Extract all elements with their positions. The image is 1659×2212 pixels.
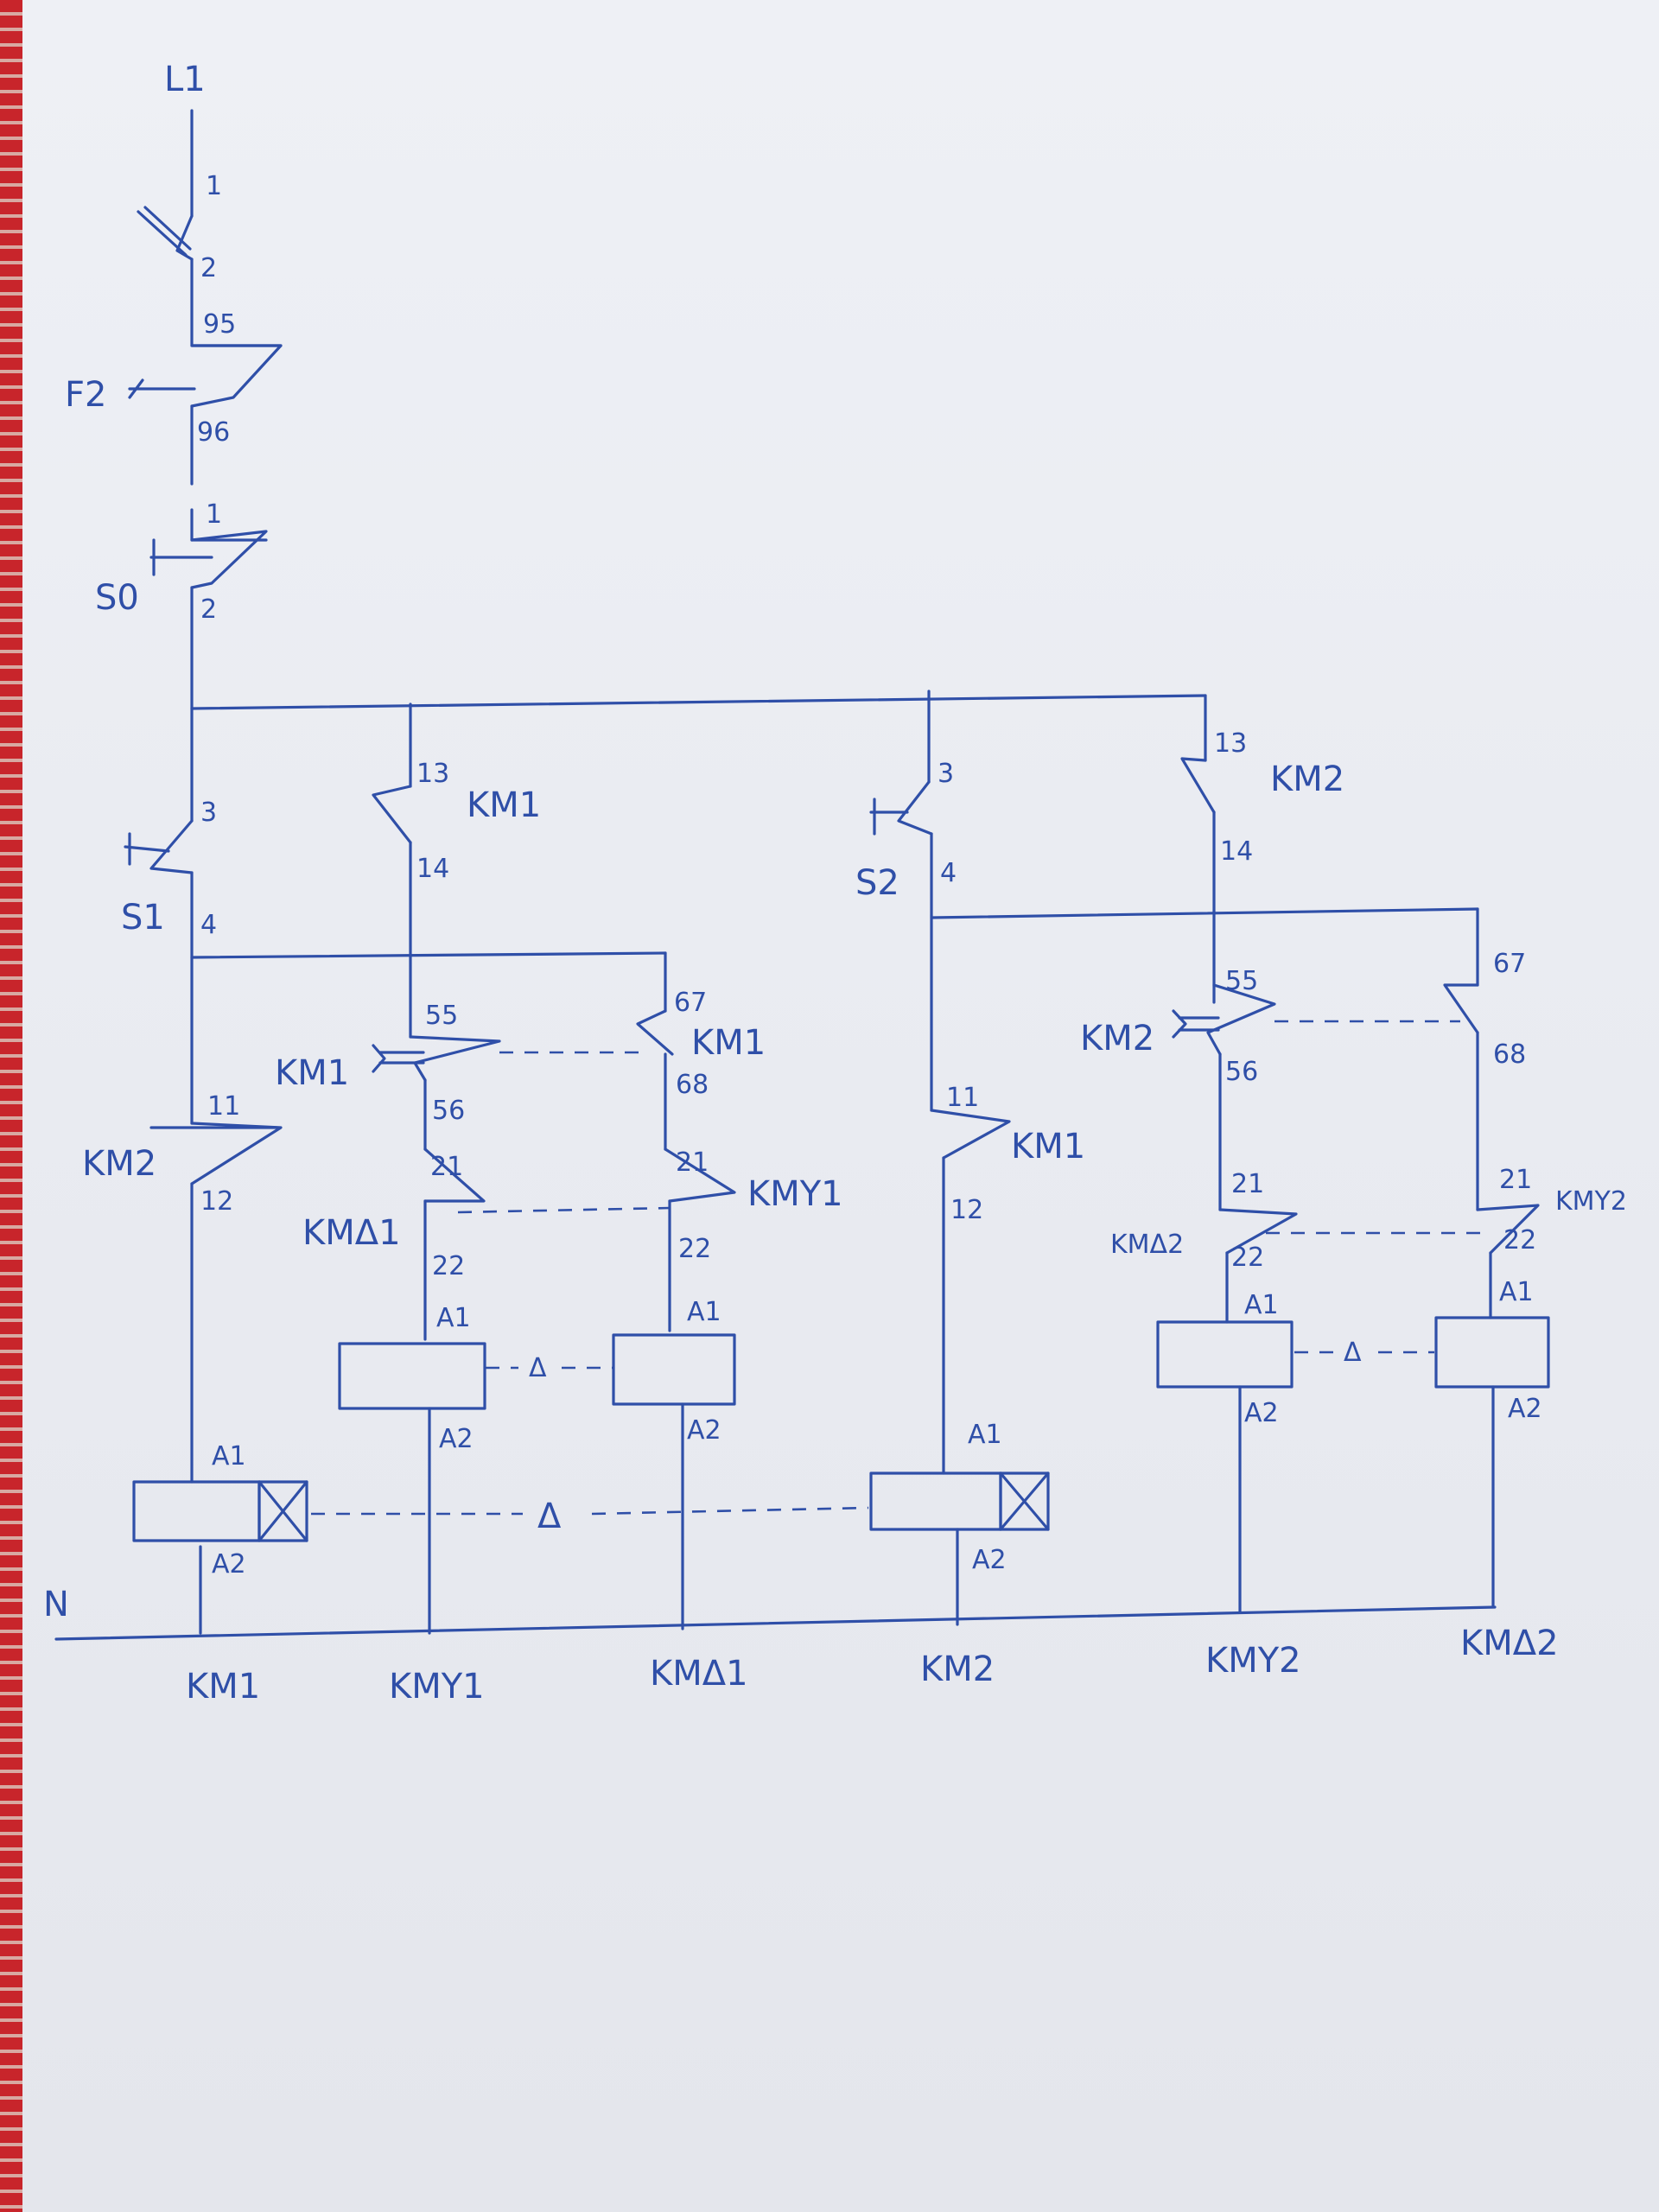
- label-km2-13: 13: [1214, 728, 1247, 759]
- label-km1-t2: KM1: [691, 1023, 766, 1063]
- label-kmd2-21: 21: [1231, 1169, 1264, 1199]
- coil-kmy2: [1156, 1320, 1294, 1389]
- label-delta-1: Δ: [529, 1353, 547, 1383]
- label-s2-4: 4: [940, 858, 957, 888]
- coil-name-kmy1: KMY1: [389, 1667, 485, 1707]
- coil-km1-flag: [257, 1480, 308, 1542]
- label-q-2: 2: [200, 253, 217, 283]
- label-kmd2: KMΔ2: [1110, 1230, 1184, 1260]
- coil-name-kmd1: KMΔ1: [650, 1654, 748, 1694]
- label-s1: S1: [121, 898, 165, 938]
- label-q-1: 1: [206, 171, 222, 201]
- label-km2-t: KM2: [1080, 1019, 1154, 1058]
- label-s1-4: 4: [200, 910, 217, 940]
- coil-km2-flag: [999, 1471, 1050, 1531]
- label-delta-2: Δ: [1344, 1338, 1362, 1368]
- label-s2-3: 3: [938, 759, 954, 789]
- label-km2-11: 11: [207, 1091, 240, 1122]
- label-s0-1: 1: [206, 499, 222, 530]
- label-kmd1: KMΔ1: [302, 1213, 401, 1253]
- label-s0: S0: [95, 578, 139, 618]
- label-kmd2-a1: A1: [1499, 1277, 1534, 1307]
- coil-kmd1: [612, 1333, 736, 1406]
- label-km1-68: 68: [676, 1070, 709, 1100]
- label-km2-67: 67: [1493, 949, 1526, 979]
- coil-kmy1: [338, 1342, 486, 1410]
- label-n: N: [43, 1585, 69, 1624]
- label-kmd1-a2: A2: [687, 1415, 721, 1446]
- mechanical-links: [311, 1020, 1486, 1516]
- label-kmd1-21: 21: [430, 1152, 463, 1182]
- label-f2-95: 95: [203, 309, 236, 340]
- label-km1-a2: A2: [212, 1549, 246, 1580]
- label-km2-14: 14: [1220, 836, 1253, 867]
- label-km2-a2: A2: [972, 1545, 1007, 1575]
- label-kmy1: KMY1: [747, 1174, 843, 1214]
- label-kmd2-a2: A2: [1508, 1394, 1542, 1424]
- label-km2-55: 55: [1225, 966, 1258, 996]
- label-km1-14: 14: [416, 854, 449, 884]
- label-s0-2: 2: [200, 594, 217, 625]
- label-km2-a1: A1: [968, 1420, 1002, 1450]
- label-kmy1-22: 22: [678, 1234, 711, 1264]
- label-s1-3: 3: [200, 798, 217, 828]
- coil-km2: [869, 1471, 1002, 1531]
- coil-name-kmy2: KMY2: [1205, 1641, 1301, 1681]
- label-km1-56: 56: [432, 1096, 465, 1126]
- coil-name-km1: KM1: [186, 1667, 260, 1707]
- label-km2-nc: KM2: [82, 1144, 156, 1184]
- wiring: [54, 109, 1497, 1641]
- label-km1nc-11: 11: [946, 1083, 979, 1113]
- label-km1-nc: KM1: [1011, 1127, 1085, 1166]
- label-kmd1-a1: A1: [687, 1297, 721, 1327]
- label-km1-a1: A1: [212, 1441, 246, 1471]
- label-km2-68: 68: [1493, 1039, 1526, 1070]
- label-kmy1-21: 21: [676, 1147, 709, 1178]
- coil-kmd2: [1434, 1316, 1550, 1389]
- label-km1-67: 67: [674, 988, 707, 1018]
- coil-name-kmd2: KMΔ2: [1460, 1624, 1559, 1663]
- devices: [124, 206, 1550, 1542]
- label-kmy2-a1: A1: [1244, 1290, 1279, 1320]
- label-kmy1-a2: A2: [439, 1424, 474, 1454]
- label-kmy2-21: 21: [1499, 1165, 1532, 1195]
- label-km1-hold: KM1: [467, 785, 541, 825]
- label-delta-main: Δ: [537, 1497, 562, 1536]
- label-kmd1-22: 22: [432, 1251, 465, 1281]
- label-km1-t: KM1: [275, 1053, 349, 1093]
- label-l1: L1: [164, 60, 206, 99]
- label-s2: S2: [855, 863, 899, 903]
- label-kmd2-22: 22: [1231, 1243, 1264, 1273]
- coil-km1: [132, 1480, 261, 1542]
- label-kmy2: KMY2: [1555, 1186, 1627, 1217]
- label-km2-12: 12: [200, 1186, 233, 1217]
- label-km2-hold: KM2: [1270, 760, 1344, 799]
- label-kmy2-a2: A2: [1244, 1398, 1279, 1428]
- label-km1-55: 55: [425, 1001, 458, 1031]
- label-kmy1-a1: A1: [436, 1303, 471, 1333]
- label-f2-96: 96: [197, 417, 230, 448]
- coil-name-km2: KM2: [920, 1649, 995, 1689]
- label-kmy2-22: 22: [1503, 1225, 1536, 1255]
- label-f2: F2: [65, 375, 106, 415]
- label-km1-13: 13: [416, 759, 449, 789]
- label-km2-56: 56: [1225, 1057, 1258, 1087]
- labels: L1 1 2 95 F2 96 1 S0 2 3 S1 4 13 KM1 14 …: [43, 60, 1627, 1707]
- label-km1nc-12: 12: [950, 1195, 983, 1225]
